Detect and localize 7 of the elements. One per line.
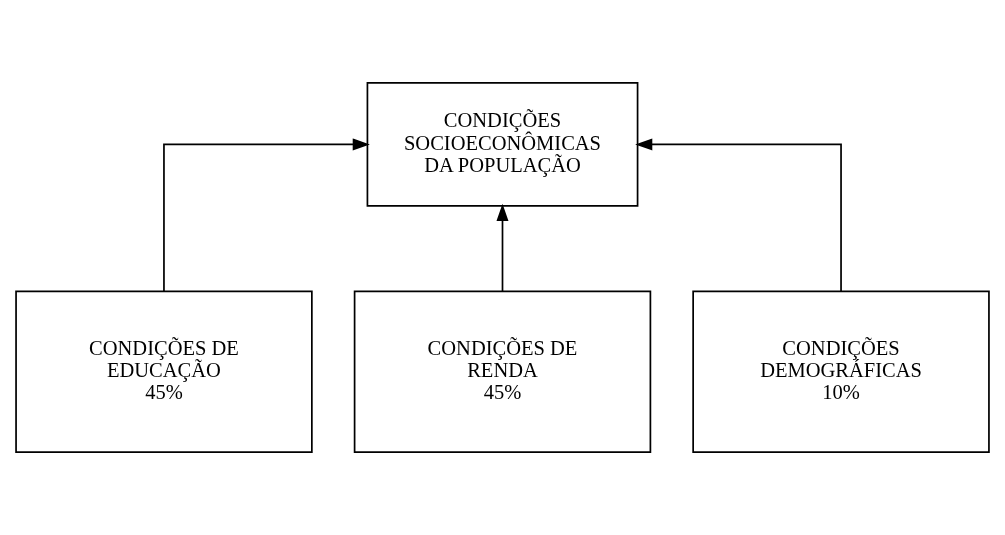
- arrow: [163, 138, 370, 292]
- node-box: CONDIÇÕES DE EDUCAÇÃO 45%: [15, 290, 313, 453]
- arrow: [635, 138, 842, 292]
- node-box: CONDIÇÕES DEMOGRÁFICAS 10%: [692, 290, 990, 453]
- arrow: [496, 203, 509, 292]
- node-box: CONDIÇÕES DE RENDA 45%: [353, 290, 652, 453]
- node-box: CONDIÇÕES SOCIOECONÔMICAS DA POPULAÇÃO: [366, 82, 639, 207]
